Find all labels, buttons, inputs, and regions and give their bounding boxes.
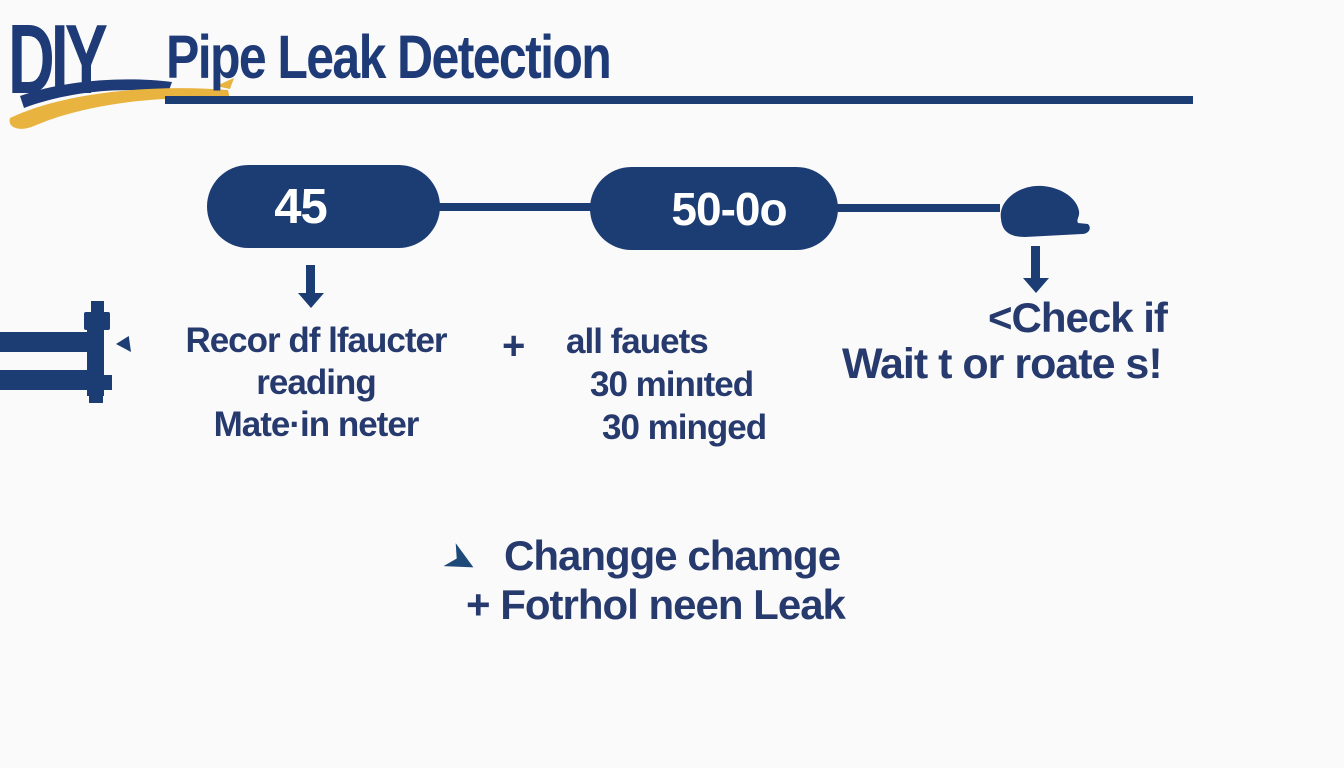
plus-sign: + [502,324,526,368]
step-faucets-line3: 30 minged [602,408,767,447]
pipe-top-bar [0,332,96,352]
chevron-pointer-icon [443,543,479,579]
blob-cap-icon [1000,185,1090,237]
step-record-text: Recor df lfaucter reading Mate·in neter [140,320,492,446]
footer-line1: Changge chamge [504,532,841,579]
step-faucets-text: all fauets 30 minıted 30 minged [566,320,767,449]
down-arrow-icon [306,265,315,293]
step-faucets-line2: 30 minıted [590,365,754,404]
pipe-valve-base [84,312,110,330]
flow-connector-1 [437,203,593,211]
step-check-line1: <Check if [988,294,1168,341]
down-arrow-icon [1031,246,1040,278]
pipe-fitting-icon [0,295,135,410]
pipe-drip-triangle-icon [116,336,131,352]
pipe-bottom-bar [0,370,104,390]
flow-node-2: 50-0o [590,167,838,250]
pipe-vertical-joint [87,326,104,396]
step-faucets-line1: all fauets [566,322,709,361]
footer-line2: + Fotrhol neen Leak [466,581,846,628]
flow-node-1: 45 [207,165,440,248]
pipe-foot [89,394,103,403]
flow-connector-2 [835,204,1000,212]
step-record-line3: Mate·in neter [213,405,420,444]
flow-node-2-label: 50-0o [671,182,787,235]
pipe-notch [104,375,112,390]
step-check-line2: Wait t or roate s! [842,340,1163,388]
step-record-line1: Recor df lfaucter [185,321,447,360]
flow-node-1-label: 45 [274,179,328,234]
step-record-line2: reading [256,363,376,402]
page-title: Pipe Leak Detection [166,23,612,91]
title-underline [165,96,1193,104]
